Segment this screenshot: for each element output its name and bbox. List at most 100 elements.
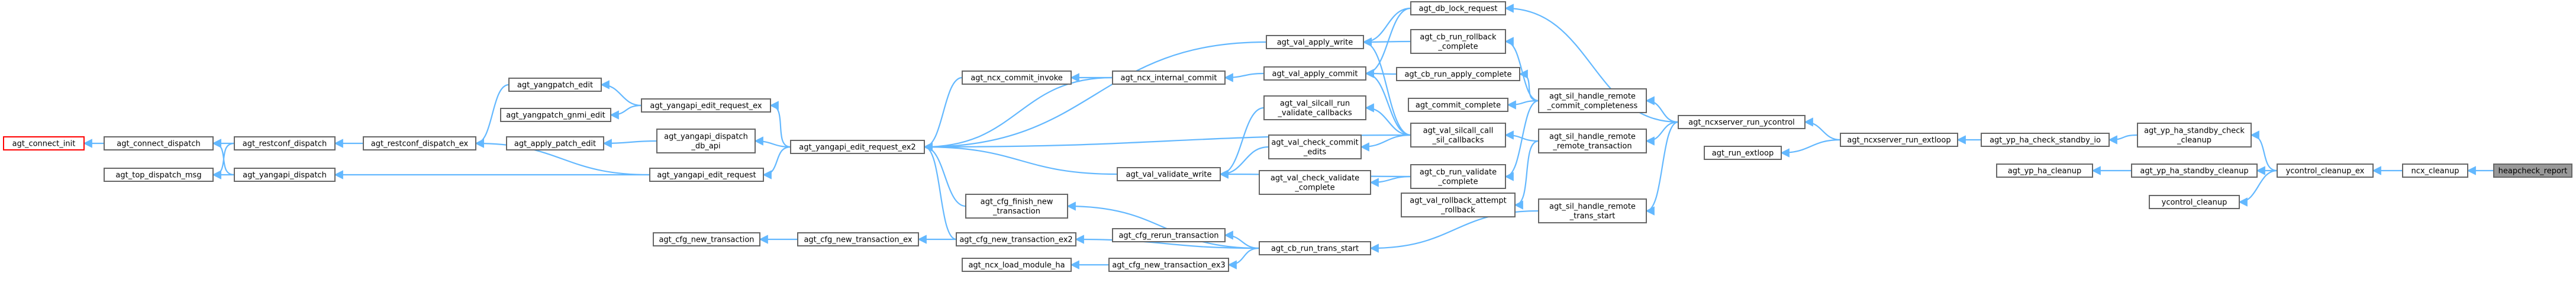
- node-agt-yp-ha-check-standby-io[interactable]: agt_yp_ha_check_standby_io: [1981, 133, 2110, 147]
- node-box: [234, 136, 336, 150]
- node-label: _complete: [1437, 43, 1478, 52]
- node-box: [1538, 129, 1647, 153]
- edge-layer: [83, 4, 2494, 270]
- edge-agt_yangapi_edit_request_ex2-agt_ncx_internal_commit: [923, 76, 1113, 152]
- node-box: [956, 232, 1076, 246]
- node-label: _complete: [1294, 184, 1334, 193]
- edge-agt_val_check_validate_complete-agt_cb_run_validate_complete: [1369, 175, 1411, 187]
- node-agt-yp-ha-standby-cleanup[interactable]: agt_yp_ha_standby_cleanup: [2131, 164, 2258, 178]
- node-agt-sil-handle-remote-trans-start[interactable]: agt_sil_handle_remote_trans_start: [1538, 198, 1647, 223]
- node-agt-val-apply-write[interactable]: agt_val_apply_write: [1266, 35, 1364, 49]
- node-agt-connect-dispatch[interactable]: agt_connect_dispatch: [104, 136, 214, 150]
- node-agt-val-apply-commit[interactable]: agt_val_apply_commit: [1263, 66, 1366, 81]
- node-agt-restconf-dispatch-ex[interactable]: agt_restconf_dispatch_ex: [363, 136, 476, 150]
- node-agt-cb-run-rollback-complete[interactable]: agt_cb_run_rollback_complete: [1410, 29, 1506, 54]
- node-label: agt_ncx_commit_invoke: [971, 74, 1063, 83]
- node-agt-ncx-load-module-ha[interactable]: agt_ncx_load_module_ha: [962, 258, 1072, 272]
- node-agt-val-validate-write[interactable]: agt_val_validate_write: [1117, 167, 1221, 181]
- node-box: [1259, 241, 1371, 255]
- node-agt-yp-ha-cleanup[interactable]: agt_yp_ha_cleanup: [1996, 164, 2093, 178]
- node-label: _trans_start: [1569, 212, 1616, 221]
- node-label: agt_yangapi_dispatch: [664, 133, 748, 142]
- node-agt-val-silcall-call-sil-callbacks[interactable]: agt_val_silcall_call_sil_callbacks: [1410, 123, 1506, 148]
- node-label: agt_yp_ha_standby_cleanup: [2140, 167, 2248, 176]
- edge-agt_yangapi_edit_request_ex2-agt_val_validate_write: [923, 142, 1118, 175]
- node-agt-ncx-internal-commit[interactable]: agt_ncx_internal_commit: [1112, 70, 1226, 85]
- node-label: agt_val_check_validate: [1271, 174, 1359, 183]
- node-agt-val-silcall-run-validate-callbacks[interactable]: agt_val_silcall_run_validate_callbacks: [1263, 95, 1366, 120]
- edge-agt_cfg_new_transaction_ex2-agt_cb_run_trans_start: [1075, 235, 1260, 249]
- node-agt-cb-run-apply-complete[interactable]: agt_cb_run_apply_complete: [1396, 67, 1520, 81]
- node-ycontrol-cleanup-ex[interactable]: ycontrol_cleanup_ex: [2277, 164, 2374, 178]
- node-box: [2493, 164, 2572, 178]
- edge-agt_run_extloop-agt_ncxserver_run_extloop: [1780, 139, 1841, 158]
- node-box: [1410, 29, 1506, 54]
- node-agt-val-check-commit-edits[interactable]: agt_val_check_commit_edits: [1268, 134, 1362, 159]
- node-label: agt_yangapi_edit_request_ex2: [799, 143, 915, 152]
- node-agt-val-rollback-attempt-rollback[interactable]: agt_val_rollback_attempt_rollback: [1401, 193, 1516, 217]
- node-box: [500, 108, 611, 122]
- edge-agt_yangapi_edit_request-agt_yangapi_edit_request_ex2: [762, 146, 791, 180]
- node-agt-val-check-validate-complete[interactable]: agt_val_check_validate_complete: [1259, 170, 1371, 195]
- node-agt-sil-handle-remote-commit-completeness[interactable]: agt_sil_handle_remote_commit_completenes…: [1538, 88, 1647, 113]
- node-agt-ncxserver-run-ycontrol[interactable]: agt_ncxserver_run_ycontrol: [1678, 115, 1806, 129]
- node-agt-cb-run-trans-start[interactable]: agt_cb_run_trans_start: [1259, 241, 1371, 255]
- node-agt-yangapi-edit-request-ex[interactable]: agt_yangapi_edit_request_ex: [641, 98, 771, 113]
- node-box: [1112, 228, 1226, 242]
- edge-agt_ncx_internal_commit-agt_val_apply_commit: [1224, 72, 1265, 82]
- edge-agt_cfg_finish_new_transaction-agt_cb_run_trans_start: [1066, 201, 1260, 249]
- node-agt-top-dispatch-msg[interactable]: agt_top_dispatch_msg: [104, 168, 214, 182]
- node-agt-cfg-new-transaction-ex3[interactable]: agt_cfg_new_transaction_ex3: [1108, 258, 1229, 272]
- node-agt-restconf-dispatch[interactable]: agt_restconf_dispatch: [234, 136, 336, 150]
- node-label: agt_cfg_new_transaction: [659, 236, 754, 245]
- node-box: [1259, 170, 1371, 195]
- edge-agt_val_apply_commit-agt_val_silcall_call_sil_callbacks: [1365, 69, 1411, 136]
- node-box: [1704, 146, 1782, 160]
- node-agt-cfg-rerun-transaction[interactable]: agt_cfg_rerun_transaction: [1112, 228, 1226, 242]
- node-agt-yangapi-dispatch[interactable]: agt_yangapi_dispatch: [234, 168, 336, 182]
- node-box: [2149, 195, 2240, 209]
- node-label: agt_ncx_load_module_ha: [968, 261, 1065, 270]
- node-agt-sil-handle-remote-remote-transaction[interactable]: agt_sil_handle_remote_remote_transaction: [1538, 129, 1647, 153]
- node-label: agt_db_lock_request: [1419, 5, 1498, 14]
- node-label: agt_ncx_internal_commit: [1121, 74, 1217, 83]
- edge-agt_val_apply_write-agt_cb_run_rollback_complete: [1362, 37, 1411, 47]
- node-agt-commit-complete[interactable]: agt_commit_complete: [1408, 98, 1508, 112]
- edge-agt_sil_handle_remote_trans_start-agt_ncxserver_run_ycontrol: [1645, 121, 1679, 216]
- node-label: agt_cb_run_validate: [1420, 168, 1497, 177]
- node-label: agt_cb_run_rollback: [1420, 33, 1497, 42]
- node-agt-yp-ha-standby-check-cleanup[interactable]: agt_yp_ha_standby_check_cleanup: [2137, 123, 2252, 148]
- edge-agt_val_check_commit_edits-agt_val_silcall_call_sil_callbacks: [1360, 134, 1411, 152]
- edge-agt_yp_ha_standby_check_cleanup-ycontrol_cleanup_ex: [2250, 130, 2278, 172]
- node-label: agt_val_silcall_call: [1423, 127, 1494, 136]
- edge-agt_val_apply_write-agt_db_lock_request: [1362, 7, 1411, 47]
- node-label: agt_yangpatch_edit: [517, 81, 593, 90]
- node-agt-cb-run-validate-complete[interactable]: agt_cb_run_validate_complete: [1410, 164, 1506, 189]
- node-agt-apply-patch-edit[interactable]: agt_apply_patch_edit: [506, 136, 604, 150]
- node-agt-ncxserver-run-extloop[interactable]: agt_ncxserver_run_extloop: [1840, 133, 1958, 147]
- node-heapcheck-report[interactable]: heapcheck_report: [2493, 164, 2572, 178]
- node-label: agt_yp_ha_check_standby_io: [1990, 136, 2101, 145]
- node-label: _rollback: [1440, 206, 1475, 215]
- node-agt-ncx-commit-invoke[interactable]: agt_ncx_commit_invoke: [962, 70, 1072, 85]
- node-agt-yangapi-dispatch-db-api[interactable]: agt_yangapi_dispatch_db_api: [656, 129, 756, 153]
- node-agt-yangpatch-edit[interactable]: agt_yangpatch_edit: [508, 78, 602, 92]
- node-agt-db-lock-request[interactable]: agt_db_lock_request: [1410, 1, 1506, 15]
- node-box: [1108, 258, 1229, 272]
- node-label: ycontrol_cleanup_ex: [2286, 167, 2365, 176]
- node-agt-yangapi-edit-request[interactable]: agt_yangapi_edit_request: [649, 168, 764, 182]
- node-agt-run-extloop[interactable]: agt_run_extloop: [1704, 146, 1782, 160]
- node-agt-yangpatch-gnmi-edit[interactable]: agt_yangpatch_gnmi_edit: [500, 108, 611, 122]
- node-agt-connect-init[interactable]: agt_connect_init: [3, 136, 85, 150]
- node-agt-yangapi-edit-request-ex2[interactable]: agt_yangapi_edit_request_ex2: [790, 140, 925, 154]
- node-box: [1266, 35, 1364, 49]
- node-agt-cfg-new-transaction-ex2[interactable]: agt_cfg_new_transaction_ex2: [956, 232, 1076, 246]
- node-ncx-cleanup[interactable]: ncx_cleanup: [2402, 164, 2468, 178]
- node-agt-cfg-new-transaction-ex[interactable]: agt_cfg_new_transaction_ex: [797, 232, 919, 246]
- node-ycontrol-cleanup[interactable]: ycontrol_cleanup: [2149, 195, 2240, 209]
- node-box: [1263, 95, 1366, 120]
- node-agt-cfg-new-transaction[interactable]: agt_cfg_new_transaction: [653, 232, 760, 246]
- edge-agt_cfg_new_transaction_ex3-agt_cb_run_trans_start: [1227, 247, 1260, 270]
- node-box: [1268, 134, 1362, 159]
- node-agt-cfg-finish-new-transaction[interactable]: agt_cfg_finish_new_transaction: [965, 194, 1068, 219]
